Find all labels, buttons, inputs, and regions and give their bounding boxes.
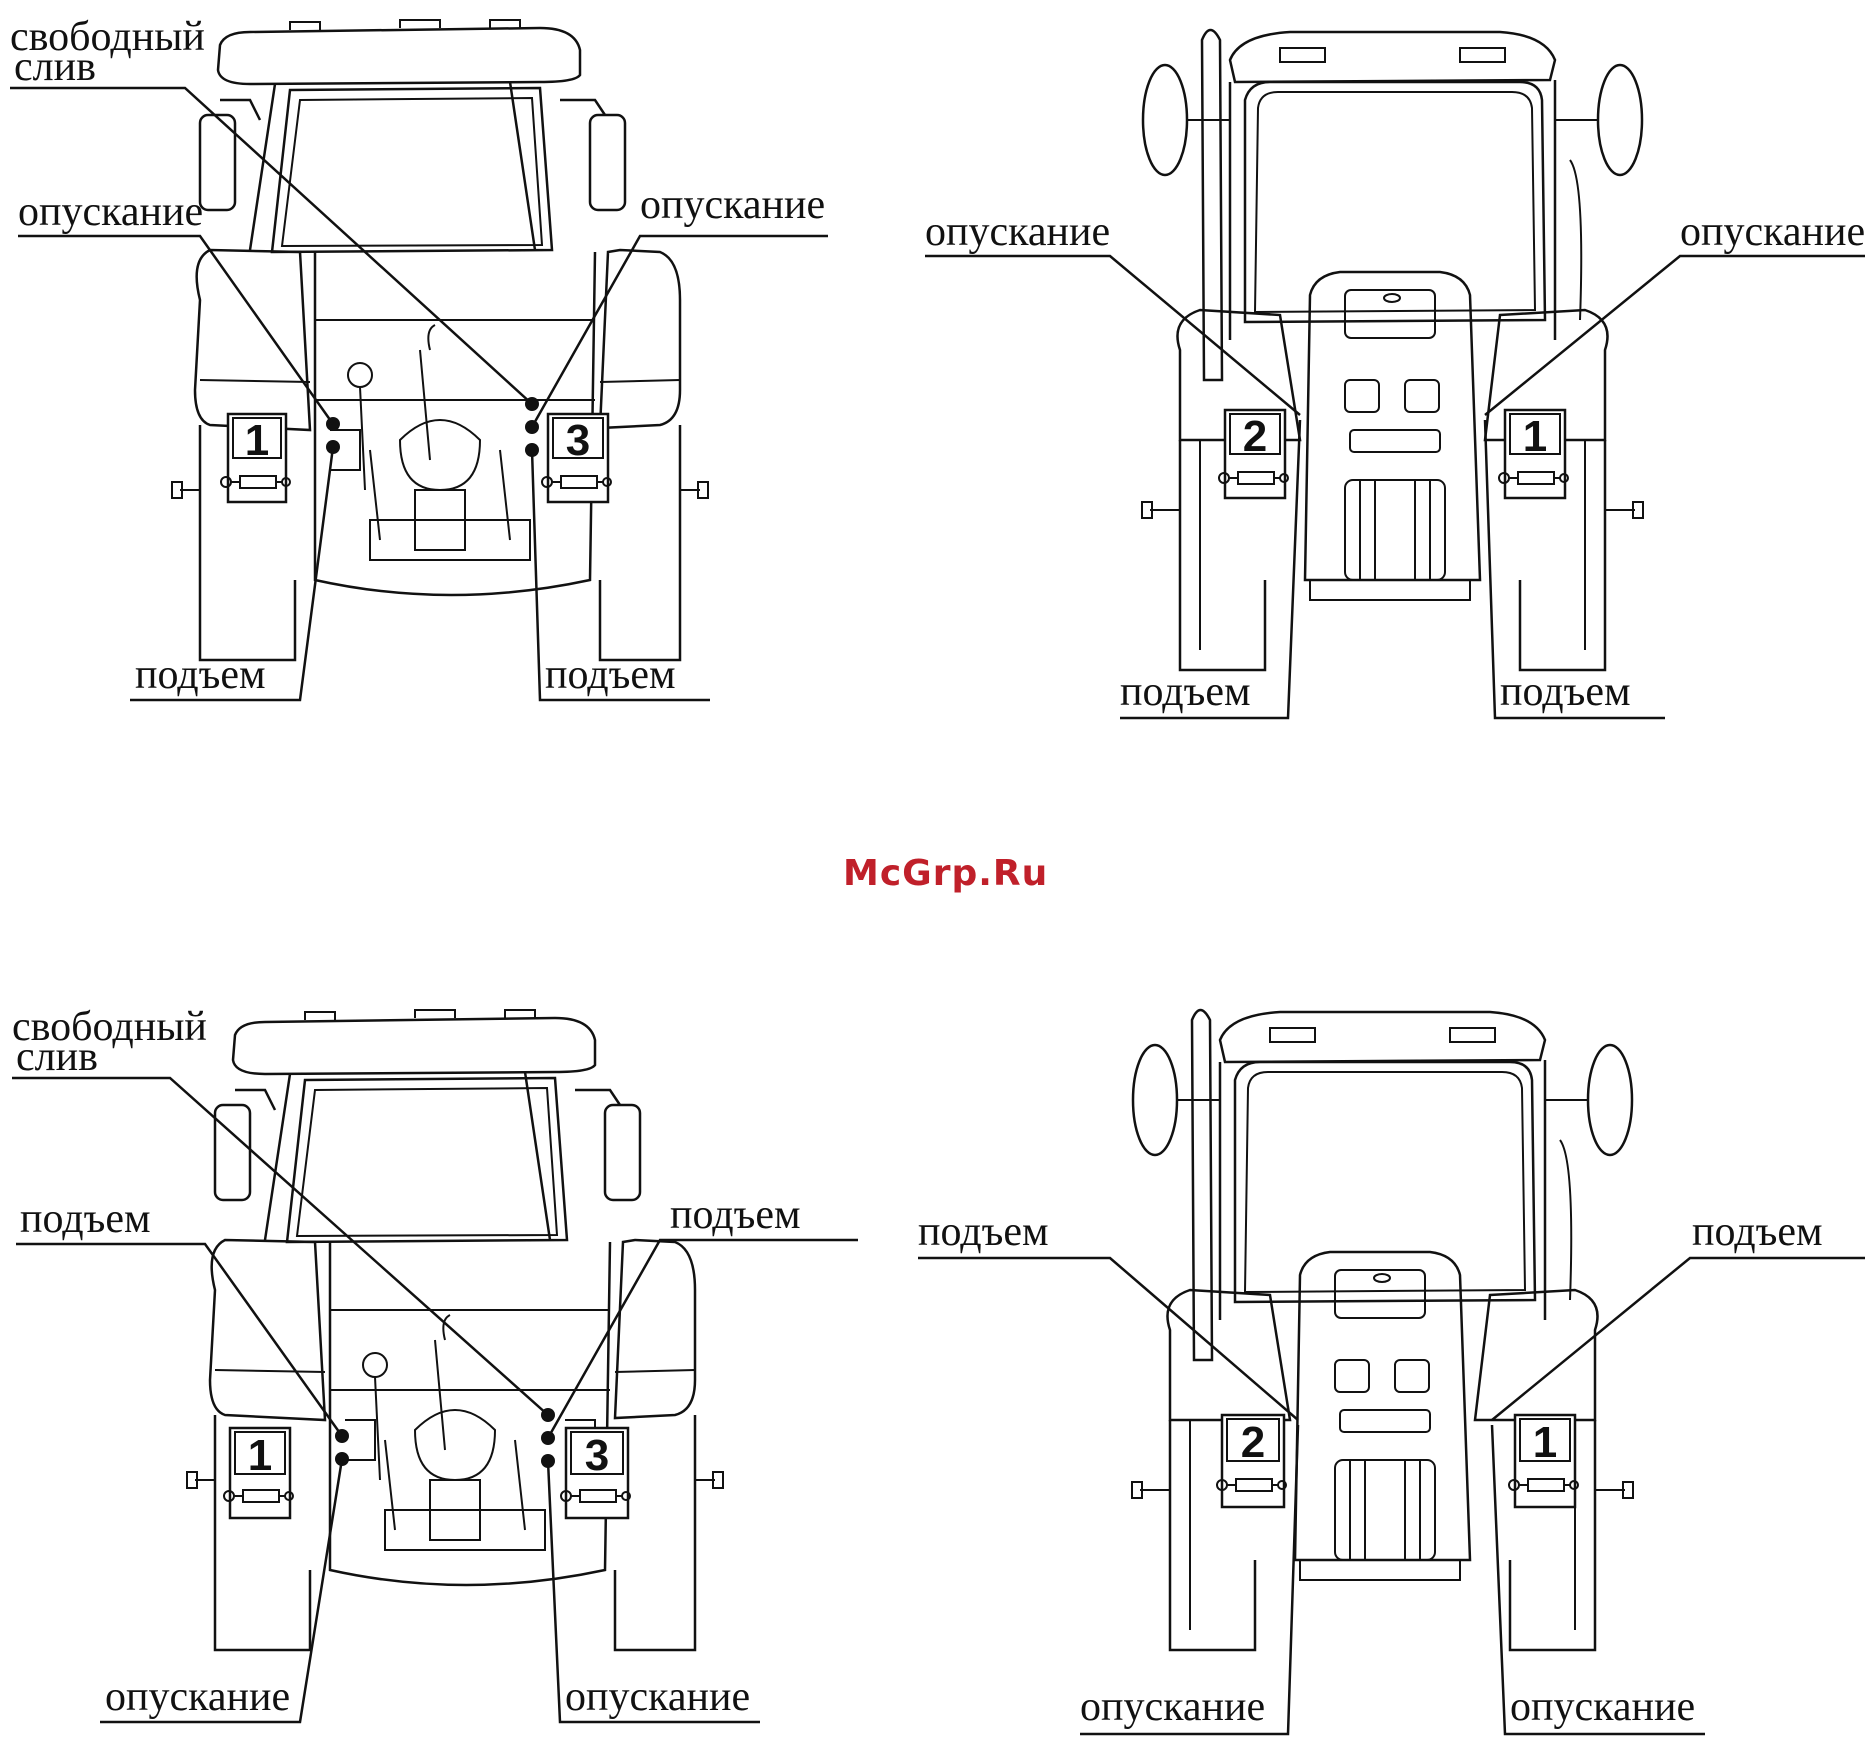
- svg-text:1: 1: [245, 416, 269, 465]
- watermark: McGrp.Ru: [843, 853, 1048, 894]
- outlet-plate-2: 2: [1217, 1415, 1286, 1507]
- outlet-plate-1: 1: [1499, 410, 1568, 498]
- label-upper-left: опускание: [925, 209, 1110, 255]
- outlet-plate-3: 3: [542, 414, 611, 502]
- label-upper-right: опускание: [640, 182, 825, 228]
- label-lower-left: подъем: [135, 652, 266, 698]
- outlet-plate-1: 1: [224, 1428, 293, 1518]
- label-lower-right: подъем: [545, 652, 676, 698]
- outlet-plate-1: 1: [1509, 1415, 1578, 1507]
- label-upper-right: подъем: [1692, 1209, 1823, 1255]
- panel-rear-bottom: 1 3 свободный слив подъем подъем опускан…: [12, 1004, 858, 1722]
- label-upper-right: подъем: [670, 1192, 801, 1238]
- label-upper-right: опускание: [1680, 209, 1865, 255]
- tractor-front-view-icon: [1132, 1010, 1633, 1650]
- label-upper-left: подъем: [918, 1209, 1049, 1255]
- panel-rear-top: 1 3 свободный слив опускание опускание п…: [10, 14, 828, 700]
- svg-text:1: 1: [1533, 1418, 1557, 1467]
- outlet-plate-3: 3: [561, 1428, 630, 1518]
- label-lower-right: опускание: [1510, 1684, 1695, 1730]
- tractor-rear-view-icon: [172, 20, 708, 660]
- svg-text:3: 3: [585, 1431, 609, 1480]
- svg-text:3: 3: [566, 416, 590, 465]
- label-upper-left: опускание: [18, 189, 203, 235]
- tractor-front-view-icon: [1142, 30, 1643, 670]
- label-lower-right: опускание: [565, 1674, 750, 1720]
- panel-front-bottom: 2 1 подъем подъем опускание опускание: [918, 1010, 1865, 1734]
- svg-text:2: 2: [1241, 1418, 1265, 1467]
- outlet-plate-1: 1: [221, 414, 290, 502]
- svg-text:1: 1: [248, 1431, 272, 1480]
- label-lower-right: подъем: [1500, 669, 1631, 715]
- outlet-plate-2: 2: [1219, 410, 1288, 498]
- label-free-drain-2: слив: [16, 1034, 98, 1080]
- svg-text:2: 2: [1243, 412, 1267, 461]
- label-free-drain-2: слив: [14, 44, 96, 90]
- label-lower-left: подъем: [1120, 669, 1251, 715]
- svg-text:1: 1: [1523, 412, 1547, 461]
- label-upper-left: подъем: [20, 1196, 151, 1242]
- label-lower-left: опускание: [1080, 1684, 1265, 1730]
- label-lower-left: опускание: [105, 1674, 290, 1720]
- panel-front-top: 2 1 опускание опускание подъем подъем: [925, 30, 1865, 718]
